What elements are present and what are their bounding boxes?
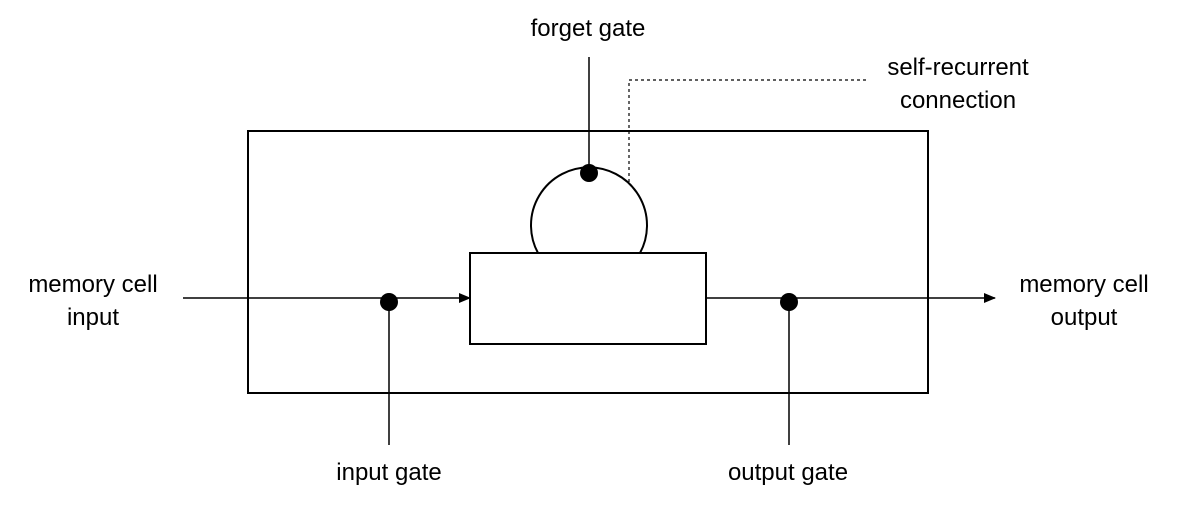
output-gate-label: output gate	[728, 459, 848, 486]
self-recurrent-label-line2: connection	[900, 87, 1016, 114]
memory-cell-box	[469, 252, 707, 345]
forget-gate-node	[580, 164, 598, 182]
memory-cell-input-label-line1: memory cell	[28, 271, 157, 298]
input-gate-label: input gate	[336, 459, 441, 486]
self-recurrent-label-line1: self-recurrent	[887, 54, 1029, 81]
forget-gate-label: forget gate	[531, 15, 646, 42]
self-recurrent-leader-line	[628, 79, 868, 182]
output-gate-node	[780, 293, 798, 311]
memory-cell-output-label-line1: memory cell	[1019, 271, 1148, 298]
input-gate-node	[380, 293, 398, 311]
memory-block-outline	[247, 130, 929, 394]
memory-cell-output-label-line2: output	[1051, 304, 1118, 331]
memory-cell-input-label-line2: input	[67, 304, 119, 331]
